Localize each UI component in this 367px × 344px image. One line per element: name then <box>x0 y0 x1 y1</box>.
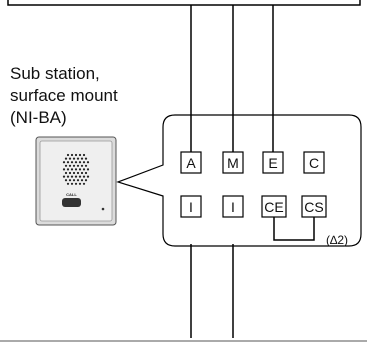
grille-dot <box>86 168 90 171</box>
grille-dot <box>62 175 66 178</box>
grille-dot <box>84 157 88 160</box>
grille-dot <box>68 157 72 160</box>
grille-dot <box>76 179 80 182</box>
grille-dot <box>64 171 68 175</box>
grille-dot <box>74 182 78 185</box>
grille-dot <box>64 179 68 182</box>
grille-dot <box>64 164 68 167</box>
grille-dot <box>82 168 86 171</box>
grille-dot <box>80 179 84 182</box>
grille-dot <box>78 168 82 171</box>
call-button-icon <box>62 198 81 207</box>
grille-dot <box>66 175 70 178</box>
grille-dot <box>86 161 90 164</box>
grille-dot <box>74 168 78 171</box>
grille-dot <box>68 171 72 175</box>
grille-dot <box>78 161 82 164</box>
terminal-callout <box>116 114 362 247</box>
station-label-line1: Sub station, <box>10 64 100 83</box>
grille-dot <box>74 161 78 164</box>
grille-dot <box>82 175 86 178</box>
grille-dot <box>80 164 84 167</box>
grille-dot <box>74 153 78 157</box>
grille-dot <box>84 179 88 182</box>
terminal-i1-label: I <box>189 199 193 215</box>
grille-dot <box>70 168 74 171</box>
terminal-a-box <box>180 151 202 174</box>
grille-dot <box>76 171 80 175</box>
grille-dot <box>76 164 80 167</box>
terminal-c-label: C <box>309 155 319 171</box>
grille-dot <box>84 171 88 175</box>
grille-dot <box>62 168 66 171</box>
terminal-i2-box <box>222 195 244 218</box>
grille-dot <box>80 171 84 175</box>
device-face <box>39 140 113 222</box>
grille-dot <box>76 157 80 160</box>
grille-dot <box>64 157 68 160</box>
grille-dot <box>72 179 76 182</box>
grille-dot <box>68 179 72 182</box>
terminal-i1-box <box>180 195 202 218</box>
grille-dot <box>82 182 86 185</box>
grille-dot <box>66 168 70 171</box>
grille-dot <box>82 153 86 157</box>
grille-dot <box>70 182 74 185</box>
grille-dot <box>70 161 74 164</box>
grille-dot <box>72 171 76 175</box>
grille-dot <box>66 161 70 164</box>
call-button-text: CALL <box>66 192 77 197</box>
terminal-c-box <box>303 151 325 174</box>
grille-dot <box>80 157 84 160</box>
grille-dot <box>72 164 76 167</box>
led-indicator-icon <box>101 207 105 211</box>
grille-dot <box>68 164 72 167</box>
terminal-i2-label: I <box>231 199 235 215</box>
terminal-m-box <box>222 151 244 174</box>
grille-dot <box>66 153 70 157</box>
footnote-mark: (∆2) <box>326 233 348 247</box>
grille-dot <box>70 153 74 157</box>
grille-dot <box>62 161 66 164</box>
terminal-cs-label: CS <box>304 199 323 215</box>
ce-cs-jumper <box>273 217 315 241</box>
grille-dot <box>78 175 82 178</box>
grille-dot <box>74 175 78 178</box>
upper-equipment-box <box>7 0 361 6</box>
grille-dot <box>66 182 70 185</box>
grille-dot <box>86 175 90 178</box>
grille-dot <box>70 175 74 178</box>
station-label-line3: (NI-BA) <box>10 108 67 127</box>
grille-dot <box>78 182 82 185</box>
terminal-ce-label: CE <box>264 199 283 215</box>
grille-dot <box>82 161 86 164</box>
station-label-line2: surface mount <box>10 86 118 105</box>
sub-station-device: CALL <box>35 136 117 226</box>
terminal-a-label: A <box>186 155 196 171</box>
grille-dot <box>84 164 88 167</box>
terminal-m-label: M <box>227 155 239 171</box>
terminal-e-label: E <box>268 155 277 171</box>
grille-dot <box>78 153 82 157</box>
terminal-e-box <box>262 151 284 174</box>
grille-dot <box>72 157 76 160</box>
speaker-grille-icon <box>62 153 90 185</box>
